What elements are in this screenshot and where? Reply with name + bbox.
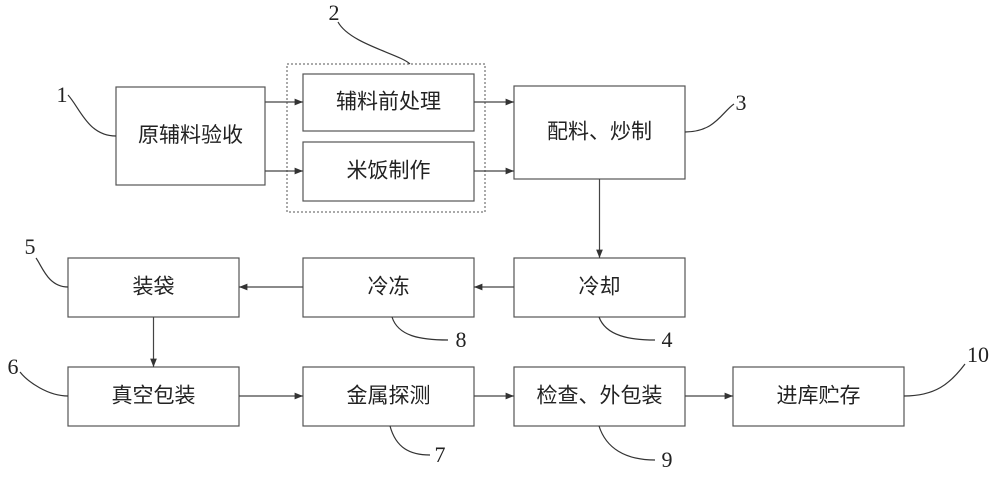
label-rice-making: 米饭制作 <box>347 159 431 183</box>
callout-number-1: 1 <box>57 82 68 107</box>
callout-number-5: 5 <box>25 234 36 259</box>
label-bagging: 装袋 <box>133 275 175 299</box>
leader-callout-8 <box>392 317 448 340</box>
callout-number-7: 7 <box>435 442 446 467</box>
callout-number-9: 9 <box>662 447 673 472</box>
label-cooling: 冷却 <box>579 275 621 299</box>
leader-callout-1 <box>68 95 116 136</box>
callout-number-8: 8 <box>456 327 467 352</box>
label-mixing-frying: 配料、炒制 <box>547 120 652 144</box>
label-raw-material-acceptance: 原辅料验收 <box>138 123 243 147</box>
label-warehouse-storage: 进库贮存 <box>777 384 861 408</box>
label-inspection-outer-packing: 检查、外包装 <box>537 384 663 408</box>
leader-callout-7 <box>390 426 430 455</box>
label-vacuum-packing: 真空包装 <box>112 384 196 408</box>
leader-callout-4 <box>599 317 655 340</box>
leader-callout-2 <box>338 22 410 64</box>
label-metal-detection: 金属探测 <box>347 384 431 408</box>
callout-number-3: 3 <box>736 90 747 115</box>
callout-number-6: 6 <box>8 354 19 379</box>
callout-number-2: 2 <box>329 0 340 25</box>
callout-number-10: 10 <box>967 342 989 367</box>
leader-callout-10 <box>904 364 965 396</box>
leader-callout-5 <box>36 258 68 287</box>
leader-callout-9 <box>599 426 655 460</box>
leader-callout-3 <box>685 104 734 132</box>
callout-number-4: 4 <box>662 327 673 352</box>
leader-callout-6 <box>20 372 68 396</box>
label-freezing: 冷冻 <box>368 275 410 299</box>
label-auxiliary-preprocess: 辅料前处理 <box>336 90 441 114</box>
